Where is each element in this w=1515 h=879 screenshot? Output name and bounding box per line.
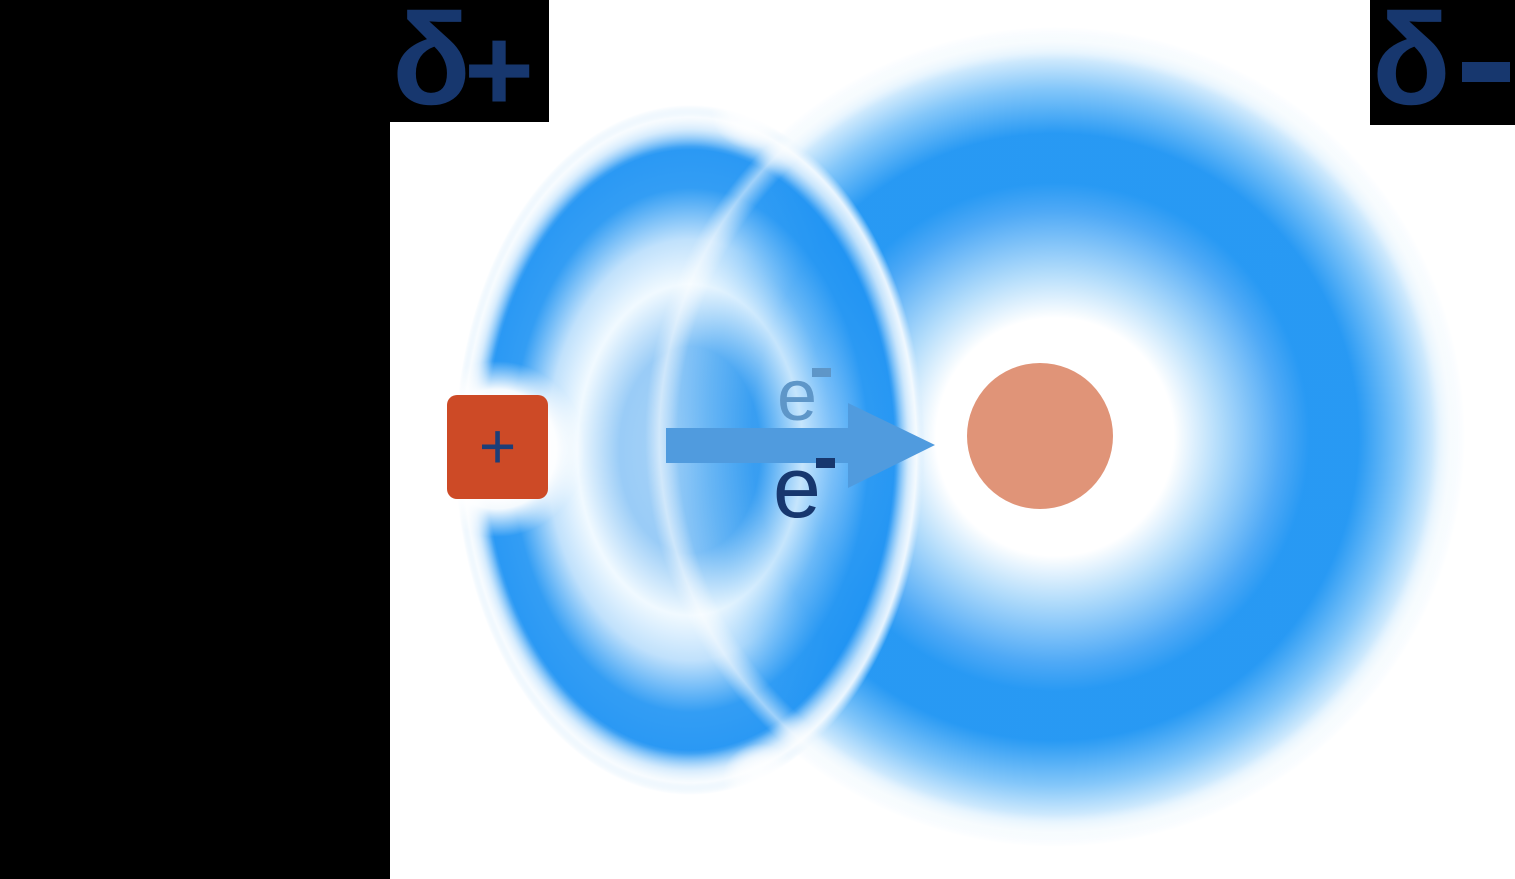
electron-symbol: e <box>777 356 818 436</box>
electron-label-lower: e <box>773 440 835 536</box>
plus-glyph: + <box>464 3 535 137</box>
delta-plus-label: δ + <box>390 0 549 132</box>
delta-glyph: δ <box>1372 0 1451 132</box>
superscript-minus-icon <box>816 458 835 468</box>
cloud-intersection-glow-top <box>697 62 807 162</box>
left-black-panel <box>0 0 390 879</box>
left-nucleus-charge-label: + <box>478 410 517 482</box>
right-nucleus <box>967 363 1113 509</box>
electron-label-upper: e <box>777 356 831 436</box>
minus-dash-icon <box>1462 62 1510 82</box>
delta-minus-label: δ <box>1370 0 1515 125</box>
left-nucleus: + <box>447 395 548 499</box>
cloud-intersection-glow-bottom <box>710 732 810 824</box>
delta-glyph: δ <box>392 0 471 132</box>
electron-symbol: e <box>773 440 821 536</box>
superscript-minus-icon <box>812 368 831 377</box>
